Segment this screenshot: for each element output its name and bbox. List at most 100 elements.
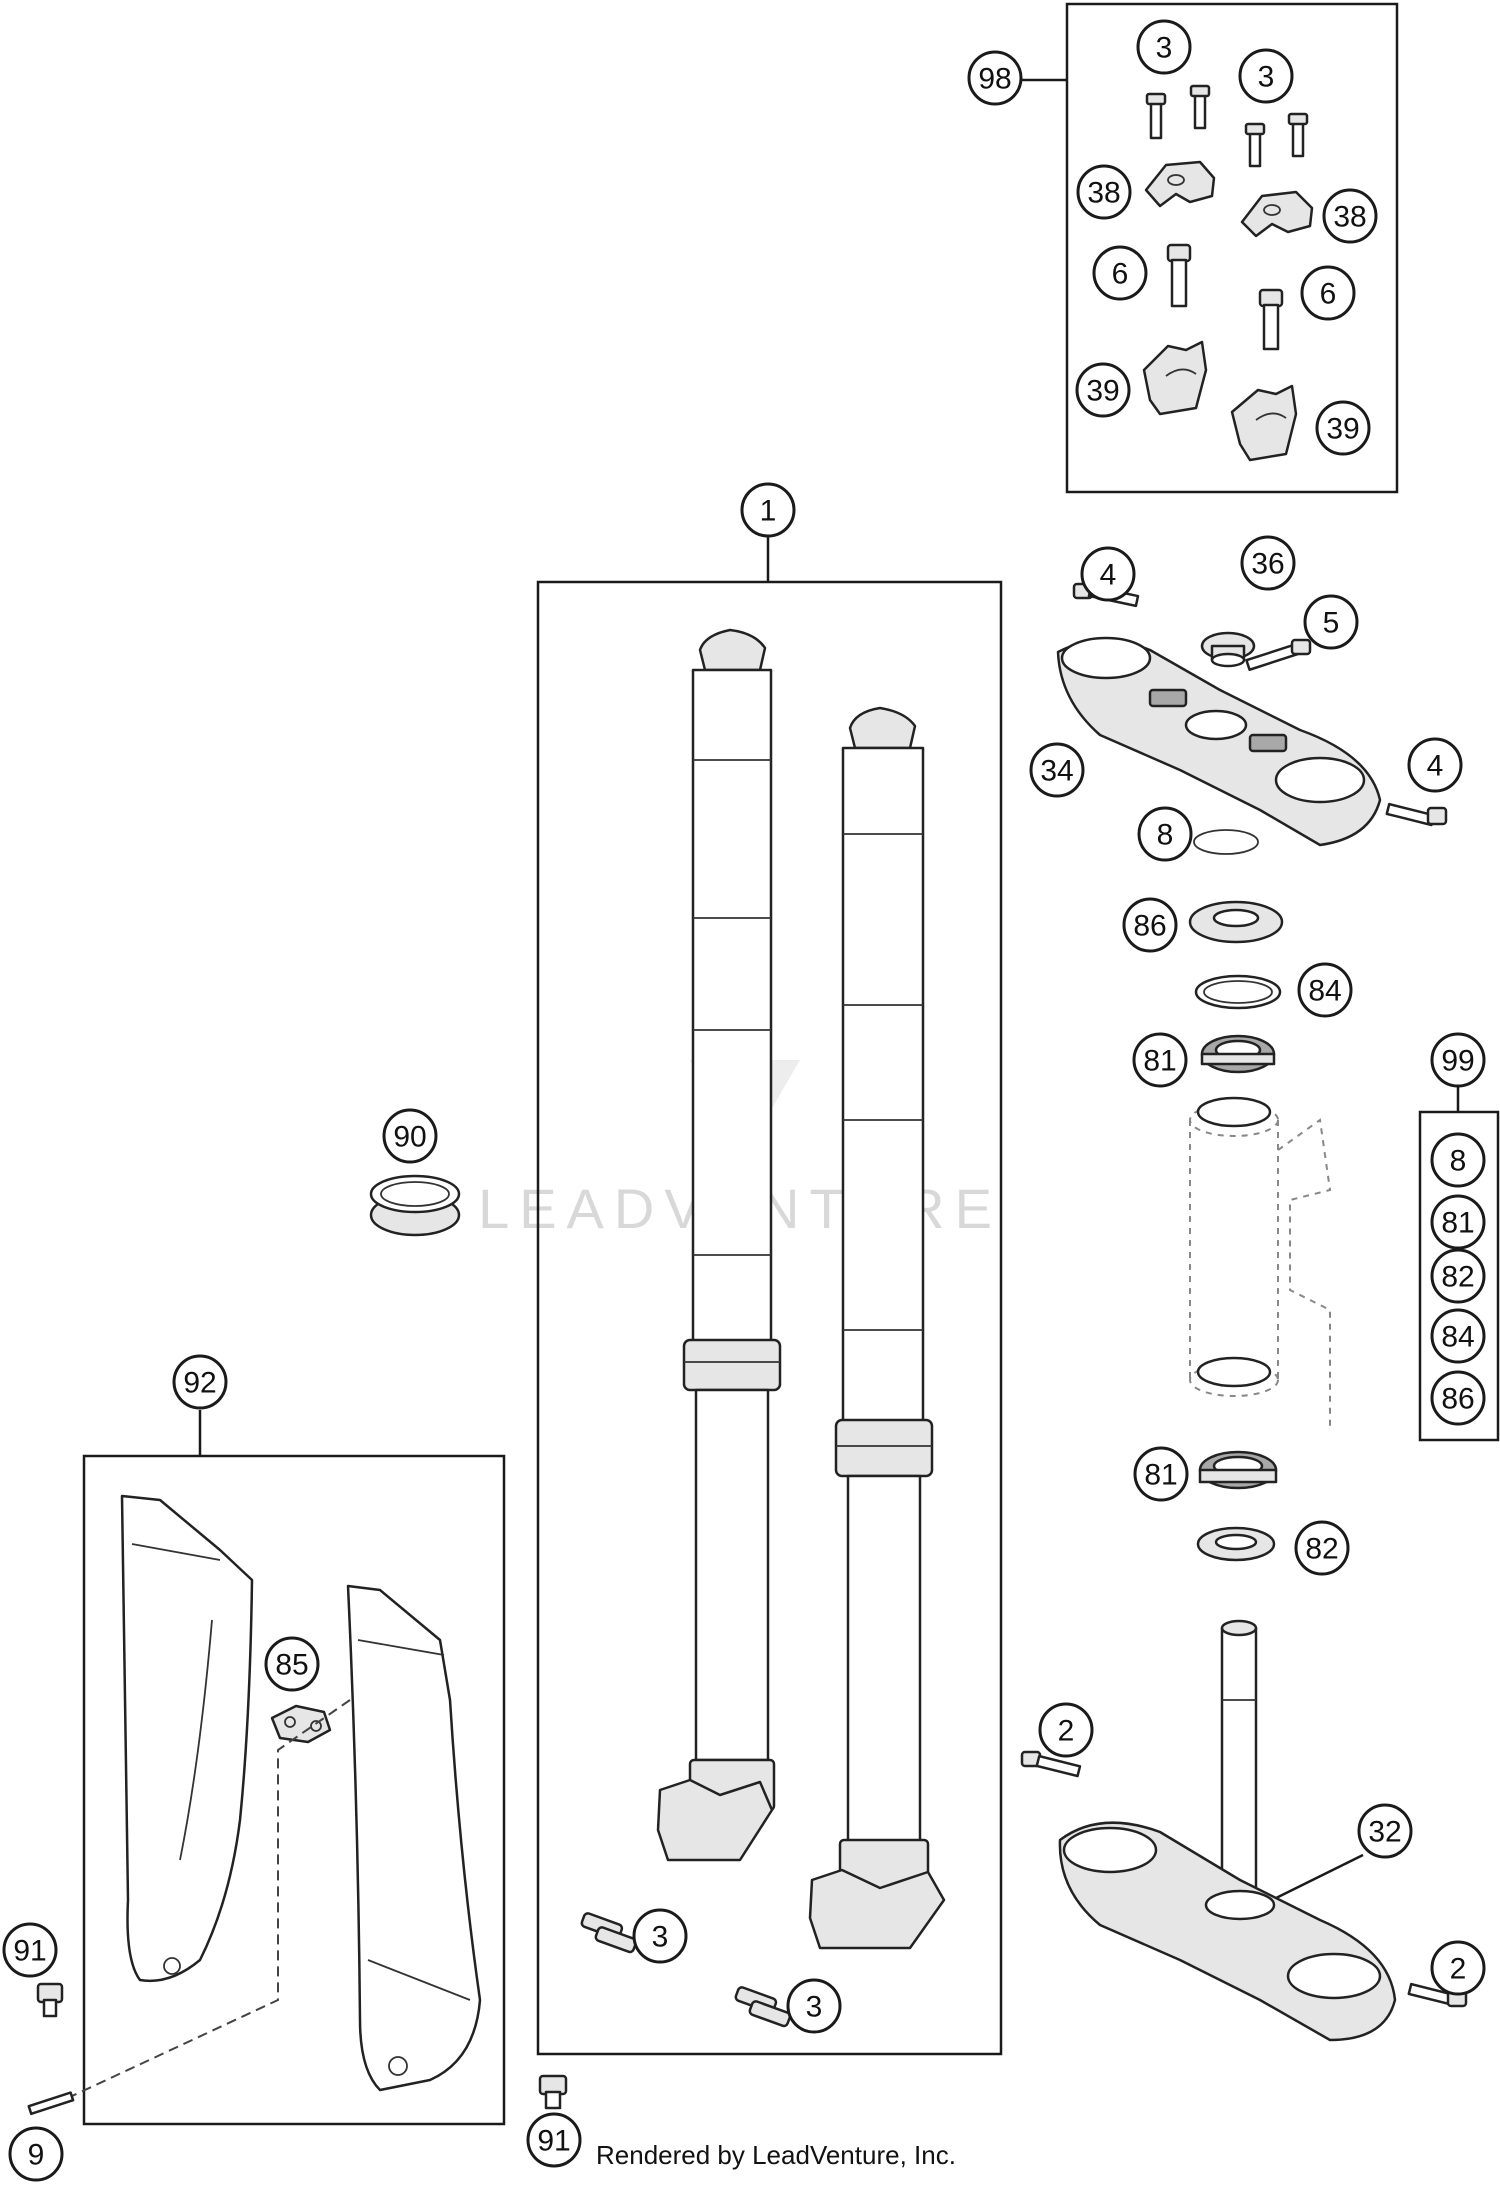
- callout-circle: [1357, 1803, 1413, 1859]
- screw-part: [1166, 243, 1192, 308]
- callout-86: 86: [1122, 897, 1178, 953]
- fork-clamp-bolts-part: [580, 1912, 792, 2028]
- callout-circle: [1240, 535, 1296, 591]
- callout-circle: [1238, 48, 1294, 104]
- callout-8: 8: [1430, 1132, 1486, 1188]
- callout-circle: [1029, 742, 1085, 798]
- callout-39: 39: [1315, 400, 1371, 456]
- callout-3: 3: [632, 1908, 688, 1964]
- callout-label: 9: [28, 2139, 45, 2172]
- callout-circle: [1430, 1308, 1486, 1364]
- callout-3: 3: [1238, 48, 1294, 104]
- callout-32: 32: [1357, 1803, 1413, 1859]
- callout-label: 2: [1450, 1953, 1467, 1986]
- callout-label: 32: [1368, 1816, 1401, 1849]
- callout-label: 4: [1100, 559, 1117, 592]
- callout-label: 81: [1144, 1459, 1177, 1492]
- fork-leg-right-part: [808, 706, 946, 1950]
- callout-circle: [1407, 737, 1463, 793]
- callout-circle: [1137, 806, 1193, 862]
- callout-circle: [1315, 400, 1371, 456]
- callout-label: 1: [760, 495, 777, 528]
- callout-circle: [1075, 362, 1131, 418]
- callout-91: 91: [526, 2112, 582, 2168]
- callout-3: 3: [1136, 19, 1192, 75]
- callout-label: 98: [978, 63, 1011, 96]
- callout-label: 91: [537, 2125, 570, 2158]
- callout-circle: [172, 1354, 228, 1410]
- callout-82: 82: [1430, 1248, 1486, 1304]
- callout-circle: [1294, 1520, 1350, 1576]
- callout-circle: [1122, 897, 1178, 953]
- callout-circle: [632, 1908, 688, 1964]
- callout-label: 2: [1058, 1715, 1075, 1748]
- callout-label: 82: [1441, 1261, 1474, 1294]
- callout-label: 38: [1333, 201, 1366, 234]
- callout-label: 6: [1320, 278, 1337, 311]
- callout-circle: [1132, 1032, 1188, 1088]
- lower-bearing-part: [1198, 1450, 1278, 1490]
- seal-ring-part: [1194, 974, 1282, 1010]
- callout-label: 86: [1133, 910, 1166, 943]
- bolt-part: [1189, 84, 1211, 130]
- callout-circle: [1430, 1132, 1486, 1188]
- callout-label: 39: [1086, 375, 1119, 408]
- callout-9: 9: [8, 2126, 64, 2182]
- bolt-part: [1287, 112, 1309, 158]
- callout-label: 3: [1156, 32, 1173, 65]
- callout-label: 34: [1040, 755, 1073, 788]
- callout-label: 86: [1441, 1383, 1474, 1416]
- upper-bearing-part: [1200, 1034, 1276, 1074]
- callout-2: 2: [1038, 1702, 1094, 1758]
- callout-circle: [1133, 1446, 1189, 1502]
- callout-label: 84: [1308, 975, 1341, 1008]
- bolt-part: [1145, 92, 1167, 140]
- callout-8: 8: [1137, 806, 1193, 862]
- fork-guard-right-part: [346, 1584, 482, 2092]
- callout-circle: [1076, 164, 1132, 220]
- callout-circle: [526, 2112, 582, 2168]
- callout-3: 3: [786, 1978, 842, 2034]
- callout-81: 81: [1133, 1446, 1189, 1502]
- callout-circle: [1322, 188, 1378, 244]
- screw-part: [1258, 288, 1284, 351]
- callout-39: 39: [1075, 362, 1131, 418]
- dust-seal-part: [1188, 900, 1284, 944]
- callout-label: 84: [1441, 1321, 1474, 1354]
- handlebar-clamp-base-part: [1142, 340, 1208, 416]
- callout-36: 36: [1240, 535, 1296, 591]
- callout-label: 3: [652, 1921, 669, 1954]
- callout-label: 39: [1326, 413, 1359, 446]
- callout-circle: [1080, 546, 1136, 602]
- callout-label: 8: [1157, 819, 1174, 852]
- bolt-part: [1020, 1750, 1082, 1778]
- callout-label: 6: [1112, 258, 1129, 291]
- callout-label: 91: [13, 1935, 46, 1968]
- callout-85: 85: [264, 1636, 320, 1692]
- callout-86: 86: [1430, 1370, 1486, 1426]
- callout-circle: [786, 1978, 842, 2034]
- callout-34: 34: [1029, 742, 1085, 798]
- callout-label: 85: [275, 1649, 308, 1682]
- callout-92: 92: [172, 1354, 228, 1410]
- callout-label: 38: [1087, 177, 1120, 210]
- callout-label: 4: [1427, 750, 1444, 783]
- callout-circle: [382, 1108, 438, 1164]
- callout-4: 4: [1080, 546, 1136, 602]
- callout-38: 38: [1322, 188, 1378, 244]
- fork-guard-left-part: [120, 1494, 254, 1982]
- clamp-cap-part: [1144, 160, 1216, 208]
- callout-circle: [1430, 1194, 1486, 1250]
- callout-6: 6: [1300, 265, 1356, 321]
- callout-6: 6: [1092, 245, 1148, 301]
- upper-triple-clamp-part: [1056, 636, 1382, 847]
- guard-ring-part: [369, 1174, 461, 1237]
- callout-4: 4: [1407, 737, 1463, 793]
- callout-circle: [1430, 1940, 1486, 1996]
- guard-clip-part: [270, 1704, 332, 1744]
- bolt-part: [1407, 1982, 1468, 2008]
- callout-label: 36: [1251, 548, 1284, 581]
- clamp-cap-part: [1240, 190, 1314, 238]
